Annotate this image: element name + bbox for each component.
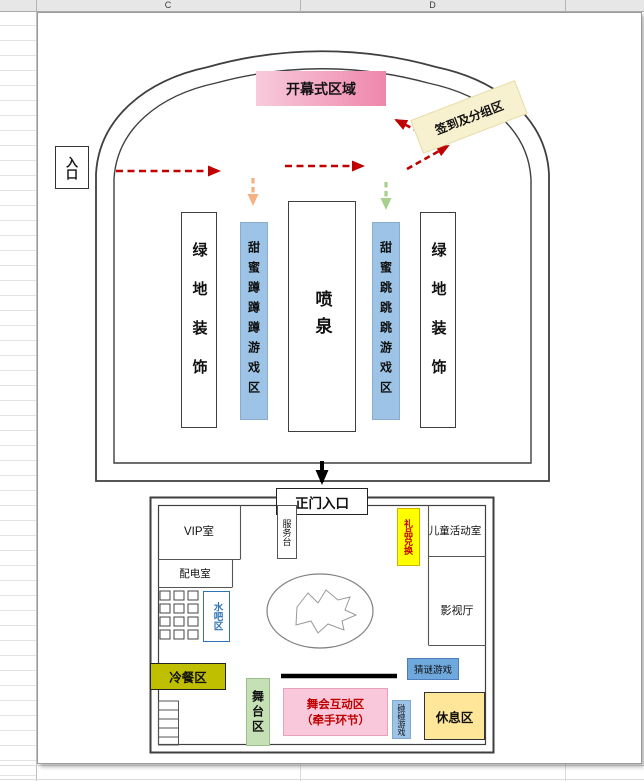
- green-decoration-right[interactable]: 绿地装饰: [420, 212, 456, 428]
- green-decoration-left[interactable]: 绿地装饰: [181, 212, 217, 428]
- cold-food-area[interactable]: 冷餐区: [150, 663, 226, 690]
- squat-game-zone[interactable]: 甜蜜蹲蹲蹲游戏区: [240, 222, 268, 420]
- stage-area-label: 舞台区: [250, 689, 265, 735]
- column-header-bar: [0, 0, 644, 12]
- fountain-zone[interactable]: 喷泉: [288, 201, 356, 432]
- squat-game-label: 甜蜜蹲蹲蹲游戏区: [246, 241, 261, 401]
- dance-floor-ellipse[interactable]: [266, 573, 374, 649]
- water-bar-label: 水吧区: [211, 602, 223, 631]
- service-desk[interactable]: 服务台: [277, 505, 297, 559]
- table-squares: [159, 590, 199, 640]
- jump-game-zone[interactable]: 甜蜜跳跳跳游戏区: [372, 222, 400, 420]
- room-walls: [158, 505, 486, 647]
- stage-area[interactable]: 舞台区: [246, 678, 270, 746]
- gift-exchange-label: 礼品兑换: [403, 519, 413, 555]
- bump-game[interactable]: 碰碰游戏: [392, 700, 411, 739]
- opening-ceremony-zone[interactable]: 开幕式区域: [256, 71, 386, 106]
- green-left-label: 绿地装饰: [190, 242, 208, 398]
- gridline: [0, 779, 644, 780]
- stairs: [158, 700, 179, 746]
- gridline: [0, 765, 644, 766]
- bump-game-label: 碰碰游戏: [397, 703, 406, 736]
- movie-hall[interactable]: 影视厅: [440, 605, 474, 617]
- riddle-game[interactable]: 猜谜游戏: [407, 658, 459, 680]
- power-room[interactable]: 配电室: [179, 567, 211, 580]
- gridline: [300, 762, 301, 781]
- dance-area-line1: 舞会互动区: [306, 699, 365, 711]
- dance-area-line2: （牵手环节）: [301, 715, 370, 727]
- jump-game-label: 甜蜜跳跳跳游戏区: [378, 241, 393, 401]
- fountain-label: 喷泉: [312, 289, 332, 344]
- service-desk-label: 服务台: [281, 518, 292, 546]
- row-gutter: [0, 11, 37, 781]
- vip-room[interactable]: VIP室: [183, 526, 215, 538]
- entrance-box[interactable]: 入口: [55, 146, 89, 189]
- column-header-c[interactable]: C: [164, 0, 172, 10]
- children-activity-room[interactable]: 儿童活动室: [428, 524, 482, 537]
- dance-interactive-area[interactable]: 舞会互动区 （牵手环节）: [283, 688, 388, 736]
- entrance-label: 入口: [64, 155, 79, 180]
- header-separator: [565, 0, 566, 11]
- header-separator: [300, 0, 301, 11]
- gridline: [565, 762, 566, 781]
- red-flow-arrow[interactable]: [116, 118, 450, 177]
- rest-area[interactable]: 休息区: [424, 692, 485, 740]
- gift-exchange[interactable]: 礼品兑换: [397, 508, 420, 566]
- green-right-label: 绿地装饰: [429, 242, 447, 398]
- header-separator: [36, 0, 37, 11]
- water-bar[interactable]: 水吧区: [203, 591, 230, 642]
- column-header-d[interactable]: D: [429, 0, 436, 10]
